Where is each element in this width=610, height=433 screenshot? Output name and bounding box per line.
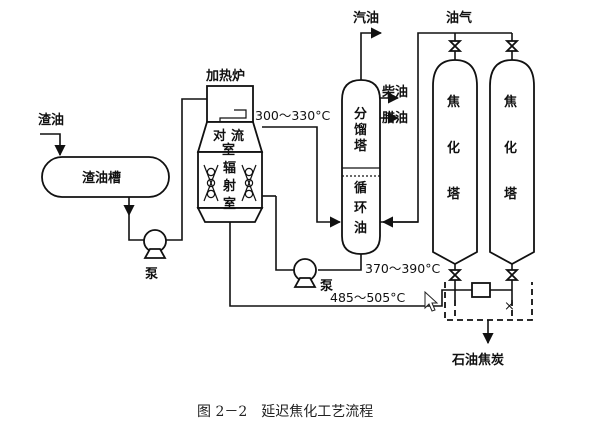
radiant-label-3: 室 — [223, 196, 236, 212]
convection-label-2: 流 — [231, 128, 244, 144]
coker-b-label-1: 焦 — [503, 94, 517, 110]
pump-1-label: 泵 — [145, 267, 158, 282]
residue-tank-label: 渣油槽 — [82, 170, 121, 186]
coker-b-label-3: 塔 — [504, 186, 518, 202]
valve-mark: × — [504, 299, 515, 314]
bottom-piping — [447, 264, 520, 300]
figure-caption: 图 2－2 延迟焦化工艺流程 — [197, 404, 373, 420]
coker-a-label-3: 塔 — [447, 186, 461, 202]
pump-2 — [293, 258, 317, 288]
residue-feed-label: 渣油 — [38, 112, 64, 128]
radiant-label-2: 射 — [222, 178, 236, 194]
fractionator-label-2: 馏 — [353, 122, 367, 138]
coke-discharge-lines — [444, 282, 533, 345]
wax-oil-label: 腊油 — [382, 110, 408, 126]
heating-furnace — [196, 85, 264, 223]
coker-b-label-2: 化 — [504, 140, 517, 156]
residue-tank — [41, 156, 170, 198]
coker-a-label-2: 化 — [447, 140, 460, 156]
circulating-oil-label-1: 循 — [354, 180, 367, 196]
circulating-oil-label-3: 油 — [354, 220, 367, 236]
temp-convection-outlet: 300～330°C — [255, 108, 330, 123]
convection-label-1: 对 — [213, 128, 226, 144]
coking-drum-b — [489, 59, 535, 266]
fractionator-column — [341, 79, 381, 255]
oil-gas-label: 油气 — [446, 10, 472, 26]
radiant-label-1: 辐 — [223, 160, 236, 176]
valve-coker-b-top — [504, 33, 520, 62]
temp-fractionator-bottom: 370～390°C — [365, 261, 440, 276]
furnace-label: 加热炉 — [205, 68, 245, 84]
gasoline-label: 汽油 — [353, 10, 379, 26]
residue-feed-line — [40, 133, 66, 157]
mouse-cursor-icon — [424, 290, 439, 312]
convection-label-3: 室 — [222, 142, 235, 158]
pump-1 — [143, 229, 167, 259]
coker-a-label-1: 焦 — [446, 94, 460, 110]
pump-2-label: 泵 — [320, 279, 333, 294]
fractionator-label-3: 塔 — [354, 138, 368, 154]
diesel-label: 柴油 — [381, 84, 408, 100]
temp-radiant-outlet: 485～505°C — [330, 290, 405, 305]
valve-coker-a-top — [447, 33, 463, 62]
petroleum-coke-label: 石油焦炭 — [451, 352, 504, 368]
fractionator-label-1: 分 — [354, 106, 367, 122]
coking-drum-a — [432, 59, 478, 266]
circulating-oil-label-2: 环 — [354, 201, 367, 216]
